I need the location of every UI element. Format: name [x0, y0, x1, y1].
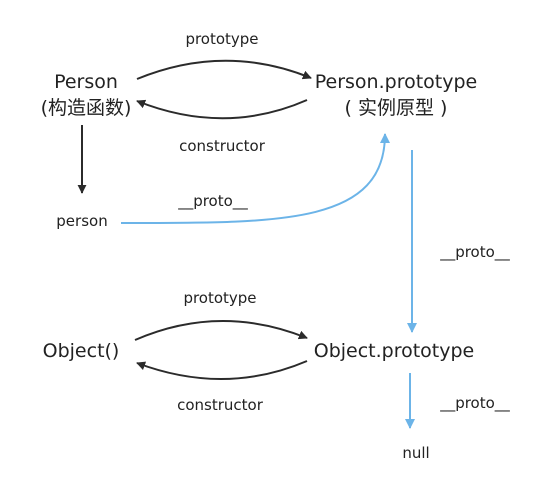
person-proto-label: __proto__ [177, 192, 248, 211]
bottom-prototype-label: prototype [183, 289, 256, 307]
person-prototype-subtitle: ( 实例原型 ) [345, 97, 448, 119]
object-constructor: Object() [43, 340, 120, 362]
prototype-arrow-top [136, 59, 312, 80]
person-prototype-name: Person.prototype [315, 71, 477, 93]
prototype-arrow-bottom [134, 320, 308, 341]
object-to-null-label: __proto__ [439, 394, 510, 413]
constructor-arrow-bottom [136, 360, 308, 380]
top-prototype-label: prototype [185, 30, 258, 48]
person-constructor-subtitle: (构造函数) [41, 97, 132, 119]
object-prototype: Object.prototype [314, 340, 475, 362]
null-node: null [402, 444, 429, 462]
person-instance: person [56, 212, 107, 230]
top-constructor-label: constructor [179, 137, 266, 155]
bottom-constructor-label: constructor [177, 396, 264, 414]
constructor-arrow-top [136, 99, 308, 120]
prototype-to-object-label: __proto__ [439, 243, 510, 262]
person-proto-curve [120, 133, 390, 225]
person-constructor-name: Person [54, 71, 118, 93]
